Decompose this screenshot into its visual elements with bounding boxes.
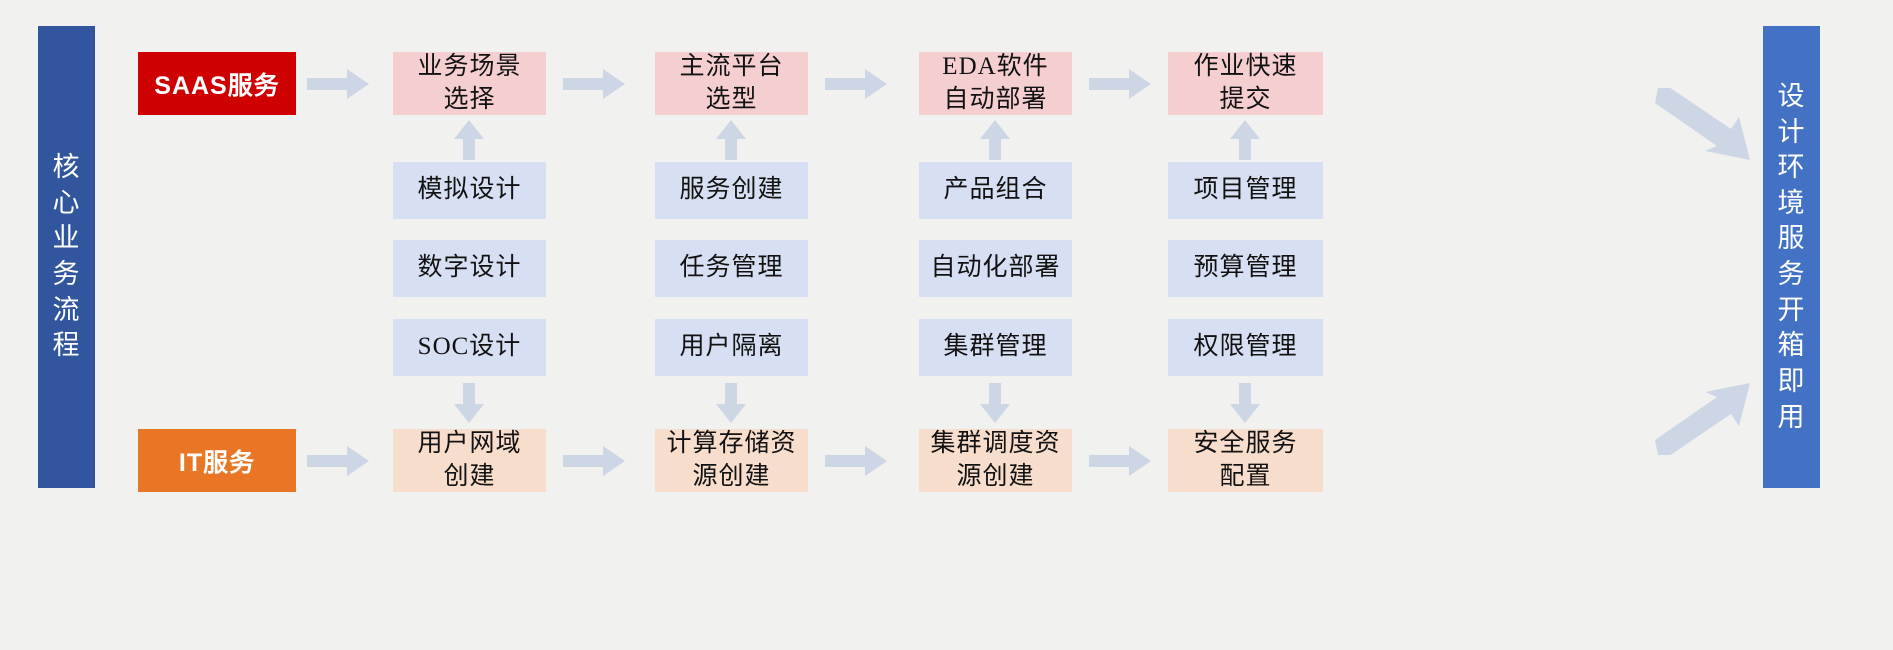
arrow-right-icon-saas-3	[1089, 69, 1151, 99]
right-banner: 设计环境服务开箱即用	[1763, 26, 1820, 488]
arrow-right-icon-it-2	[825, 446, 887, 476]
arrow-right-icon-it-1	[563, 446, 625, 476]
capability-3-4[interactable]: 权限管理	[1168, 319, 1323, 376]
capability-2-2-label: 任务管理	[679, 254, 784, 282]
it-step-2-label: 计算存储资源创建	[666, 430, 797, 490]
arrow-right-icon-it-3	[1089, 446, 1151, 476]
capability-3-4-label: 权限管理	[1193, 333, 1298, 361]
arrow-right-icon-it-0	[307, 446, 369, 476]
arrow-up-right-icon	[1655, 383, 1750, 461]
arrow-up-icon-col3	[980, 120, 1010, 160]
capability-2-1-label: 数字设计	[417, 254, 522, 282]
arrow-down-icon-col1	[454, 383, 484, 423]
saas-step-4[interactable]: 作业快速提交	[1168, 52, 1323, 115]
capability-2-4[interactable]: 预算管理	[1168, 240, 1323, 297]
arrow-right-icon-saas-1	[563, 69, 625, 99]
right-banner-label: 设计环境服务开箱即用	[1777, 80, 1806, 432]
arrow-right-icon-saas-2	[825, 69, 887, 99]
capability-2-2[interactable]: 任务管理	[655, 240, 808, 297]
saas-service-tag[interactable]: SAAS服务	[138, 52, 296, 115]
arrow-up-icon-col4	[1230, 120, 1260, 160]
it-step-2[interactable]: 计算存储资源创建	[655, 429, 808, 492]
saas-step-1[interactable]: 业务场景选择	[393, 52, 546, 115]
arrow-down-right-icon	[1655, 88, 1750, 166]
capability-3-1[interactable]: SOC设计	[393, 319, 546, 376]
capability-3-3-label: 集群管理	[943, 333, 1048, 361]
saas-step-4-label: 作业快速提交	[1193, 53, 1298, 113]
capability-1-4[interactable]: 项目管理	[1168, 162, 1323, 219]
capability-3-2[interactable]: 用户隔离	[655, 319, 808, 376]
it-step-1-label: 用户网域创建	[417, 430, 522, 490]
arrow-right-icon-saas-0	[307, 69, 369, 99]
capability-1-4-label: 项目管理	[1193, 176, 1298, 204]
it-service-tag[interactable]: IT服务	[138, 429, 296, 492]
left-banner-label: 核心业务流程	[52, 152, 81, 361]
saas-step-2-label: 主流平台选型	[679, 53, 784, 113]
arrow-down-icon-col3	[980, 383, 1010, 423]
arrow-down-icon-col4	[1230, 383, 1260, 423]
it-service-tag-label: IT服务	[178, 448, 256, 477]
capability-1-3[interactable]: 产品组合	[919, 162, 1072, 219]
capability-3-2-label: 用户隔离	[679, 333, 784, 361]
it-step-1[interactable]: 用户网域创建	[393, 429, 546, 492]
capability-1-1[interactable]: 模拟设计	[393, 162, 546, 219]
saas-service-tag-label: SAAS服务	[154, 71, 280, 100]
capability-1-1-label: 模拟设计	[417, 176, 522, 204]
capability-3-3[interactable]: 集群管理	[919, 319, 1072, 376]
capability-2-4-label: 预算管理	[1193, 254, 1298, 282]
arrow-up-icon-col2	[716, 120, 746, 160]
arrow-up-icon-col1	[454, 120, 484, 160]
it-step-4-label: 安全服务配置	[1193, 430, 1298, 490]
saas-step-3[interactable]: EDA软件自动部署	[919, 52, 1072, 115]
capability-1-2[interactable]: 服务创建	[655, 162, 808, 219]
it-step-3-label: 集群调度资源创建	[930, 430, 1061, 490]
capability-1-2-label: 服务创建	[679, 176, 784, 204]
left-banner: 核心业务流程	[38, 26, 95, 488]
capability-2-3[interactable]: 自动化部署	[919, 240, 1072, 297]
capability-3-1-label: SOC设计	[417, 333, 522, 361]
it-step-4[interactable]: 安全服务配置	[1168, 429, 1323, 492]
saas-step-3-label: EDA软件自动部署	[942, 53, 1049, 113]
saas-step-1-label: 业务场景选择	[417, 53, 522, 113]
capability-2-3-label: 自动化部署	[930, 254, 1061, 282]
capability-1-3-label: 产品组合	[943, 176, 1048, 204]
arrow-down-icon-col2	[716, 383, 746, 423]
saas-step-2[interactable]: 主流平台选型	[655, 52, 808, 115]
capability-2-1[interactable]: 数字设计	[393, 240, 546, 297]
it-step-3[interactable]: 集群调度资源创建	[919, 429, 1072, 492]
